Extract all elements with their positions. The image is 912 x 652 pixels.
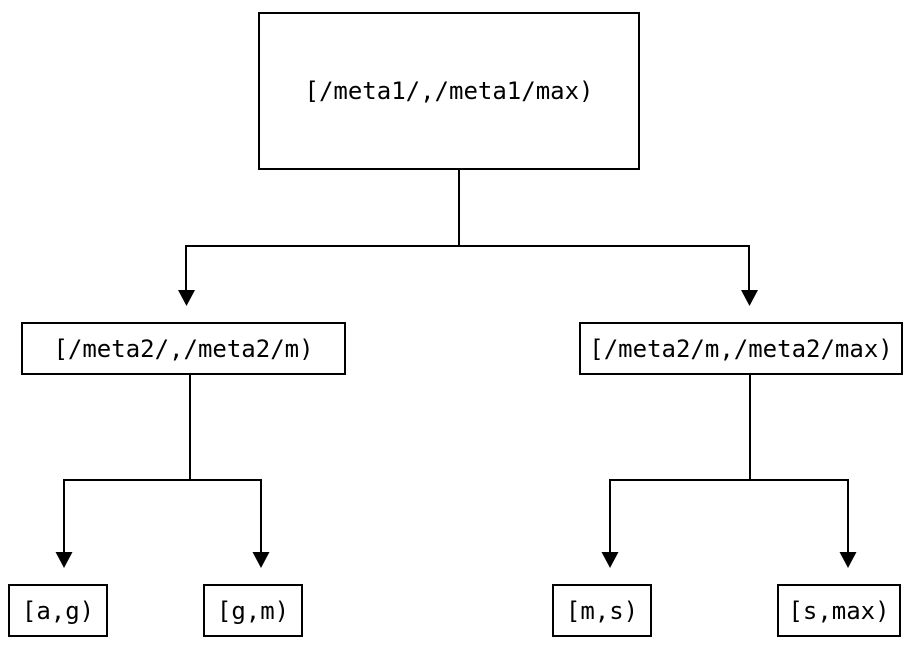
arrowhead-icon-mid-left-to-leaf2	[252, 552, 270, 568]
tree-node-mid-right[interactable]: [/meta2/m,/meta2/max)	[579, 322, 903, 375]
tree-node-mid-right-label: [/meta2/m,/meta2/max)	[589, 334, 893, 363]
tree-node-leaf-1-label: [a,g)	[21, 596, 95, 625]
tree-node-leaf-3-label: [m,s)	[565, 596, 639, 625]
arrowhead-icon-root-to-mid-left	[178, 290, 195, 306]
edge-mid-left-to-leaves-group	[55, 375, 270, 568]
edge-mid-right-to-leaves-group	[601, 375, 857, 568]
tree-node-mid-left-label: [/meta2/,/meta2/m)	[53, 334, 314, 363]
tree-node-mid-left[interactable]: [/meta2/,/meta2/m)	[21, 322, 346, 375]
tree-node-leaf-1[interactable]: [a,g)	[8, 584, 108, 637]
edge-root-to-middle-group	[178, 170, 758, 306]
arrowhead-icon-mid-right-to-leaf3	[601, 552, 619, 568]
tree-node-root[interactable]: [/meta1/,/meta1/max)	[258, 12, 640, 170]
arrowhead-icon-mid-right-to-leaf4	[839, 552, 857, 568]
arrowhead-icon-root-to-mid-right	[741, 290, 758, 306]
arrowhead-icon-mid-left-to-leaf1	[55, 552, 73, 568]
tree-node-leaf-4[interactable]: [s,max)	[777, 584, 901, 637]
tree-node-leaf-4-label: [s,max)	[788, 596, 890, 625]
tree-node-root-label: [/meta1/,/meta1/max)	[304, 77, 594, 105]
tree-node-leaf-2[interactable]: [g,m)	[203, 584, 303, 637]
tree-node-leaf-3[interactable]: [m,s)	[552, 584, 652, 637]
tree-node-leaf-2-label: [g,m)	[216, 596, 290, 625]
